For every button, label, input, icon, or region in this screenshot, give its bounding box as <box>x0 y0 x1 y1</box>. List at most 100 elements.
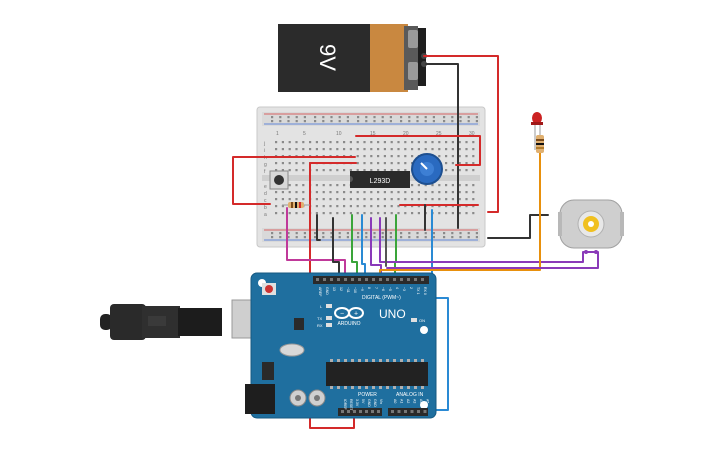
breadboard-hole <box>383 205 386 208</box>
wire-purple-motor-2[interactable] <box>386 251 599 269</box>
rail-hole <box>475 236 478 239</box>
digital-pin-label: RX 0 <box>423 287 427 295</box>
rail-hole <box>381 236 384 239</box>
digital-pin[interactable] <box>379 278 382 281</box>
dc-motor[interactable] <box>558 199 624 254</box>
digital-pin[interactable] <box>407 278 410 281</box>
breadboard-hole <box>472 169 475 172</box>
wire-green-1[interactable] <box>351 214 358 279</box>
analog-pin[interactable] <box>404 410 407 413</box>
breadboard-hole <box>458 148 461 151</box>
digital-pin[interactable] <box>365 278 368 281</box>
rail-hole <box>400 232 403 235</box>
col-label-5: 5 <box>303 131 306 137</box>
analog-pin[interactable] <box>417 410 420 413</box>
breadboard-hole <box>451 155 454 158</box>
breadboard-hole <box>377 205 380 208</box>
battery-9v[interactable]: 9V <box>278 24 427 92</box>
digital-pin[interactable] <box>337 278 340 281</box>
digital-pin[interactable] <box>393 278 396 281</box>
pushbutton[interactable] <box>269 170 289 190</box>
digital-pin[interactable] <box>372 278 375 281</box>
breadboard-hole <box>295 184 298 187</box>
breadboard-hole <box>397 169 400 172</box>
breadboard-hole <box>472 198 475 201</box>
rail-hole <box>459 116 462 119</box>
breadboard-hole <box>390 162 393 165</box>
power-pin[interactable] <box>353 410 356 413</box>
analog-pin[interactable] <box>391 410 394 413</box>
digital-pin[interactable] <box>414 278 417 281</box>
potentiometer[interactable] <box>411 153 443 185</box>
digital-pin[interactable] <box>316 278 319 281</box>
wire-blue-1[interactable] <box>361 214 366 279</box>
digital-pin[interactable] <box>400 278 403 281</box>
breadboard-hole <box>295 198 298 201</box>
breadboard-hole <box>404 162 407 165</box>
led-rx-label: RX <box>317 323 323 328</box>
breadboard-hole <box>363 162 366 165</box>
power-pin[interactable] <box>347 410 350 413</box>
breadboard-hole <box>377 155 380 158</box>
rail-hole <box>314 120 317 123</box>
rail-hole <box>346 116 349 119</box>
rail-hole <box>459 236 462 239</box>
breadboard-hole <box>370 205 373 208</box>
breadboard-hole <box>363 148 366 151</box>
wire-red-loop-left[interactable] <box>232 156 356 205</box>
rail-hole <box>330 120 333 123</box>
rail-hole <box>424 232 427 235</box>
wire-black-gnd[interactable] <box>332 217 340 279</box>
digital-pin[interactable] <box>358 278 361 281</box>
wire-red-to-5v[interactable] <box>309 162 357 429</box>
breadboard-hole <box>363 191 366 194</box>
analog-pin[interactable] <box>423 410 427 413</box>
chip-pin <box>421 359 424 362</box>
led-l <box>326 304 332 308</box>
breadboard-hole <box>424 141 427 144</box>
rail-hole <box>314 232 317 235</box>
breadboard-hole <box>281 169 284 172</box>
wire-battery-negative[interactable] <box>425 63 459 229</box>
digital-pin[interactable] <box>421 278 424 281</box>
chip-pin <box>344 386 347 389</box>
digital-pin[interactable] <box>323 278 326 281</box>
wire-red-top[interactable] <box>355 135 481 166</box>
digital-pin[interactable] <box>330 278 333 281</box>
analog-pin[interactable] <box>397 410 401 413</box>
digital-pin-label: 12 <box>339 287 343 291</box>
power-pin[interactable] <box>371 410 374 413</box>
analog-pin-label: A4 <box>419 399 423 403</box>
wire-magenta[interactable] <box>286 207 346 279</box>
wire-dark-board[interactable] <box>316 214 321 241</box>
digital-pin[interactable] <box>351 278 354 281</box>
power-pin[interactable] <box>377 410 380 413</box>
breadboard-hole <box>349 191 352 194</box>
breadboard-hole <box>472 212 475 215</box>
power-pin[interactable] <box>359 410 362 413</box>
breadboard-hole <box>438 191 441 194</box>
power-pin[interactable] <box>341 410 344 413</box>
breadboard-hole <box>397 191 400 194</box>
power-pin[interactable] <box>365 410 368 413</box>
rail-hole <box>295 120 298 123</box>
rail-hole <box>443 116 446 119</box>
digital-pin-label: 13 <box>332 287 336 291</box>
analog-pin-label: A0 <box>393 399 397 403</box>
breadboard-hole <box>275 169 278 172</box>
breadboard-hole <box>288 184 291 187</box>
wire-battery-positive[interactable] <box>423 55 499 213</box>
rail-hole <box>338 120 341 123</box>
potentiometer-wiper <box>420 162 428 170</box>
digital-pin[interactable] <box>386 278 389 281</box>
rail-hole <box>416 236 419 239</box>
breadboard-hole <box>445 205 448 208</box>
breadboard-hole <box>343 141 346 144</box>
reset-button[interactable] <box>265 285 273 293</box>
breadboard-hole <box>411 191 414 194</box>
analog-pin[interactable] <box>410 410 414 413</box>
digital-pin[interactable] <box>344 278 347 281</box>
breadboard-hole <box>445 155 448 158</box>
